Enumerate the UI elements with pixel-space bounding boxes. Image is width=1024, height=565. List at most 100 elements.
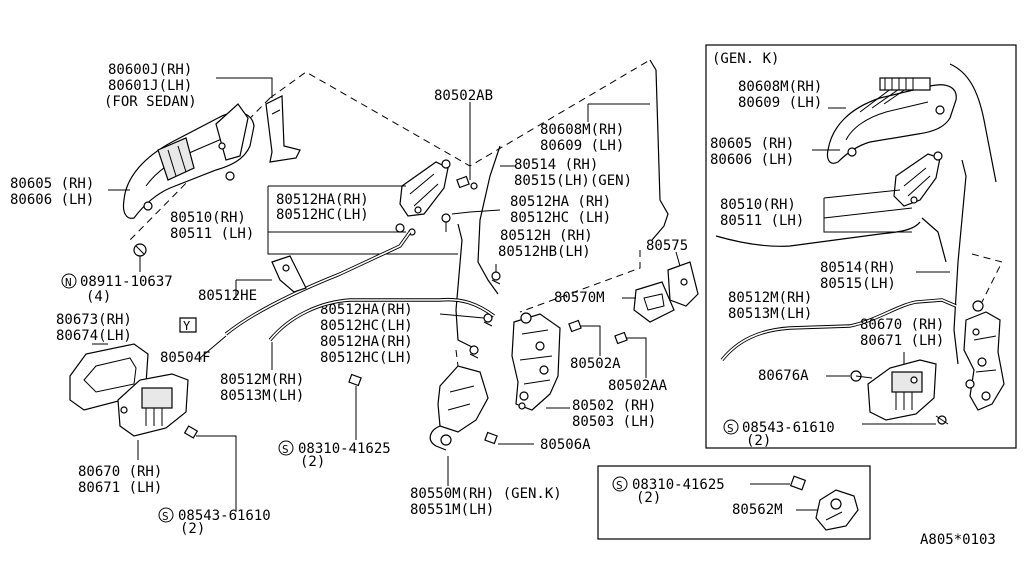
striker-80570m-part	[633, 281, 675, 323]
gen-k-label-80670: 80670 (RH)	[860, 317, 944, 333]
gen-k-screw-qty: (2)	[746, 433, 771, 449]
label-80512ha-d: 80512HA(RH)	[320, 334, 413, 350]
gen-k-rod-vertical	[953, 159, 967, 365]
label-80513m: 80513M(LH)	[220, 388, 304, 404]
label-80504f: 80504F	[160, 350, 211, 366]
bolt-80502a-part	[568, 319, 582, 333]
rod-80608m-part	[649, 59, 669, 241]
clip-80512ha-b	[441, 213, 451, 232]
gen-k-label-80511: 80511 (LH)	[720, 213, 804, 229]
label-80502ab: 80502AB	[434, 88, 493, 104]
label-80512hc-b: 80512HC (LH)	[510, 210, 611, 226]
latch-assembly-part	[511, 312, 561, 411]
gen-k-inset-title: (GEN. K)	[712, 51, 779, 67]
leader-80510	[267, 185, 458, 255]
screw1-number: 08543-61610	[178, 508, 271, 524]
clip-80512ha-c	[483, 313, 493, 327]
leader-80512ha-b	[451, 209, 501, 215]
diagram-code: A805*0103	[920, 532, 996, 548]
gen-k-rod-long	[715, 221, 921, 247]
label-80609: 80609 (LH)	[540, 138, 624, 154]
clip-80512ha-d	[469, 345, 479, 359]
y-symbol-letter: Y	[183, 319, 191, 333]
label-80510: 80510(RH)	[170, 210, 246, 226]
bottom-screw-part	[789, 475, 807, 491]
gen-k-label-80510: 80510(RH)	[720, 197, 796, 213]
actuator-80550m-part	[429, 365, 489, 451]
gen-k-screw-part	[935, 415, 949, 425]
label-80674: 80674(LH)	[56, 328, 132, 344]
label-80673: 80673(RH)	[56, 312, 132, 328]
nut-part	[133, 243, 147, 257]
gen-k-outside-handle-part	[826, 77, 957, 164]
nut-qty: (4)	[86, 289, 111, 305]
label-80515: 80515(LH)(GEN)	[514, 173, 632, 189]
y-symbol-part	[179, 317, 197, 333]
door-outline-top	[269, 59, 651, 167]
label-80512hc-c: 80512HC(LH)	[320, 318, 413, 334]
gen-k-label-80513m: 80513M(LH)	[728, 306, 812, 322]
rod-80504f-part	[224, 231, 412, 336]
leader-80512ha-c	[439, 313, 485, 319]
door-outline-right	[519, 250, 641, 313]
label-80551m: 80551M(LH)	[410, 502, 494, 518]
outside-handle-part	[122, 103, 255, 219]
gen-k-label-80671: 80671 (LH)	[860, 333, 944, 349]
leader-80512he	[235, 279, 272, 298]
label-80512hb: 80512HB(LH)	[498, 244, 591, 260]
gen-k-inset-frame	[705, 44, 1017, 449]
label-80512ha-a: 80512HA(RH)	[276, 192, 369, 208]
nut-letter: N	[65, 276, 72, 289]
gen-k-lever-part	[893, 151, 943, 207]
clip-80512h	[491, 271, 501, 285]
gen-k-inside-handle-part	[867, 359, 937, 421]
gen-k-screw-letter: S	[727, 422, 734, 435]
gen-k-label-80608m: 80608M(RH)	[738, 79, 822, 95]
bottom-screw-number: 08310-41625	[632, 477, 725, 493]
gen-k-label-80512m: 80512M(RH)	[728, 290, 812, 306]
label-80502aa: 80502AA	[608, 378, 668, 394]
rod-80514-part	[477, 145, 501, 295]
bolt-80502ab-part	[456, 175, 478, 190]
label-80512he: 80512HE	[198, 288, 257, 304]
screw2-qty: (2)	[300, 454, 325, 470]
clip-80512ha-a	[395, 223, 416, 236]
gen-k-screw-number: 08543-61610	[742, 420, 835, 436]
gen-k-label-80515: 80515(LH)	[820, 276, 896, 292]
label-80550m: 80550M(RH) (GEN.K)	[410, 486, 562, 502]
label-80512h: 80512H (RH)	[500, 228, 593, 244]
label-80512hc-d: 80512HC(LH)	[320, 350, 413, 366]
gen-k-latch-part	[963, 300, 1005, 411]
gen-k-label-80609: 80609 (LH)	[738, 95, 822, 111]
screw2-number: 08310-41625	[298, 441, 391, 457]
gen-k-cable-part	[720, 298, 957, 362]
leader-screw-08543	[196, 435, 237, 512]
gen-k-leader-80510	[823, 189, 913, 233]
label-80606: 80606 (LH)	[10, 192, 94, 208]
screw1-qty: (2)	[180, 521, 205, 537]
label-for-sedan: (FOR SEDAN)	[104, 94, 197, 110]
label-80512ha-b: 80512HA (RH)	[510, 194, 611, 210]
label-80671: 80671 (LH)	[78, 480, 162, 496]
label-80575: 80575	[646, 238, 688, 254]
cable-80512m-part	[268, 297, 496, 342]
label-80608m: 80608M(RH)	[540, 122, 624, 138]
gen-k-rod-short	[921, 217, 947, 263]
lever-part	[399, 159, 451, 217]
gen-k-dash-line	[971, 253, 1003, 303]
bottom-label-80562m: 80562M	[732, 502, 783, 518]
gen-k-label-80514: 80514(RH)	[820, 260, 896, 276]
label-80514: 80514 (RH)	[514, 157, 598, 173]
screw2-letter: S	[282, 443, 289, 456]
label-80503: 80503 (LH)	[572, 414, 656, 430]
gen-k-screw-symbol	[723, 419, 739, 435]
label-80512hc-a: 80512HC(LH)	[276, 207, 369, 223]
leader-80502a	[580, 325, 601, 356]
bottom-screw-symbol	[612, 476, 628, 492]
label-80506a: 80506A	[540, 437, 591, 453]
plate-80575-part	[667, 261, 699, 307]
screw2-symbol	[278, 440, 294, 456]
gen-k-label-80676a: 80676A	[758, 368, 809, 384]
